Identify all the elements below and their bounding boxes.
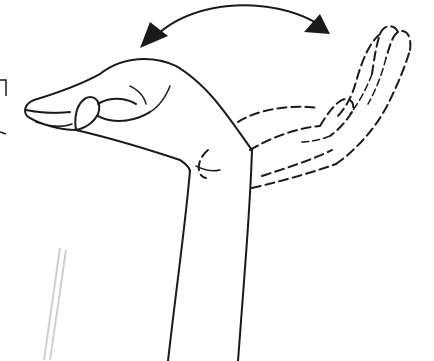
ghost-stripe — [44, 248, 66, 360]
thumb-tip — [75, 97, 99, 130]
forearm-left-edge — [168, 170, 190, 361]
arrow-head-left-icon — [140, 22, 168, 48]
extended-fingertip-1 — [386, 31, 410, 58]
forearm — [168, 150, 252, 361]
edge-marks — [0, 80, 66, 360]
extended-palmar-inner — [262, 150, 332, 176]
extended-fingertip-2 — [372, 26, 398, 74]
extended-finger-back — [336, 34, 380, 118]
palm-crease — [150, 86, 170, 112]
extended-dorsal-lower — [238, 107, 318, 122]
extended-thumb — [320, 99, 353, 136]
edge-mark-top — [0, 80, 6, 96]
forearm-right-edge — [238, 150, 252, 361]
hand-palmar-edge — [76, 130, 190, 172]
edge-mark-bottom — [0, 132, 6, 134]
arrow-head-right-icon — [304, 14, 330, 34]
hand-extended — [199, 26, 411, 188]
thumb-upper-edge — [98, 99, 136, 104]
extended-finger-line-1 — [368, 58, 386, 104]
extended-thumb-base — [300, 136, 330, 142]
motion-arrow — [140, 5, 330, 48]
hand-flexed — [25, 59, 252, 172]
finger-line-2 — [26, 110, 70, 113]
extended-wrist-left — [199, 150, 208, 178]
finger-lower-1 — [30, 118, 76, 130]
extended-palm-mid — [250, 126, 320, 150]
thumb-lower-edge — [98, 112, 150, 121]
motion-arc — [152, 5, 318, 40]
hand-dorsal-edge — [25, 59, 252, 150]
